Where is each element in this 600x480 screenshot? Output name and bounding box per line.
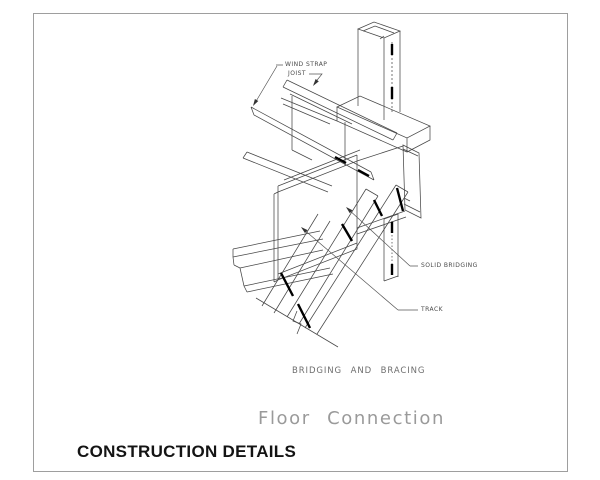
wall-stud-lower: [383, 213, 399, 282]
leader-arrows: [253, 79, 353, 234]
break-symbol: [292, 310, 302, 335]
brace-straps: [255, 184, 409, 348]
label-wind-strap: WIND STRAP: [285, 61, 328, 68]
wall-stud-top: [356, 21, 402, 120]
label-joist: JOIST: [288, 70, 306, 77]
wind-strap-member: [250, 106, 375, 181]
drawing-subtitle: Floor Connection: [258, 408, 445, 429]
rim-track: [273, 144, 422, 283]
page-border: [33, 13, 568, 472]
label-solid-bridging: SOLID BRIDGING: [421, 262, 478, 269]
bottom-track: [232, 230, 334, 293]
screw-marks: [279, 44, 405, 329]
label-track: TRACK: [421, 306, 443, 313]
rear-joist-flange: [242, 151, 333, 193]
solid-bridging-arrow: [346, 207, 353, 214]
drawing-caption: BRIDGING AND BRACING: [292, 366, 426, 376]
wind-strap-arrow: [253, 99, 259, 106]
blocking-box: [280, 95, 431, 153]
joist-member: [282, 79, 398, 166]
joist-arrow: [313, 79, 319, 86]
sheet-title: CONSTRUCTION DETAILS: [77, 442, 297, 461]
track-arrow: [301, 227, 308, 234]
